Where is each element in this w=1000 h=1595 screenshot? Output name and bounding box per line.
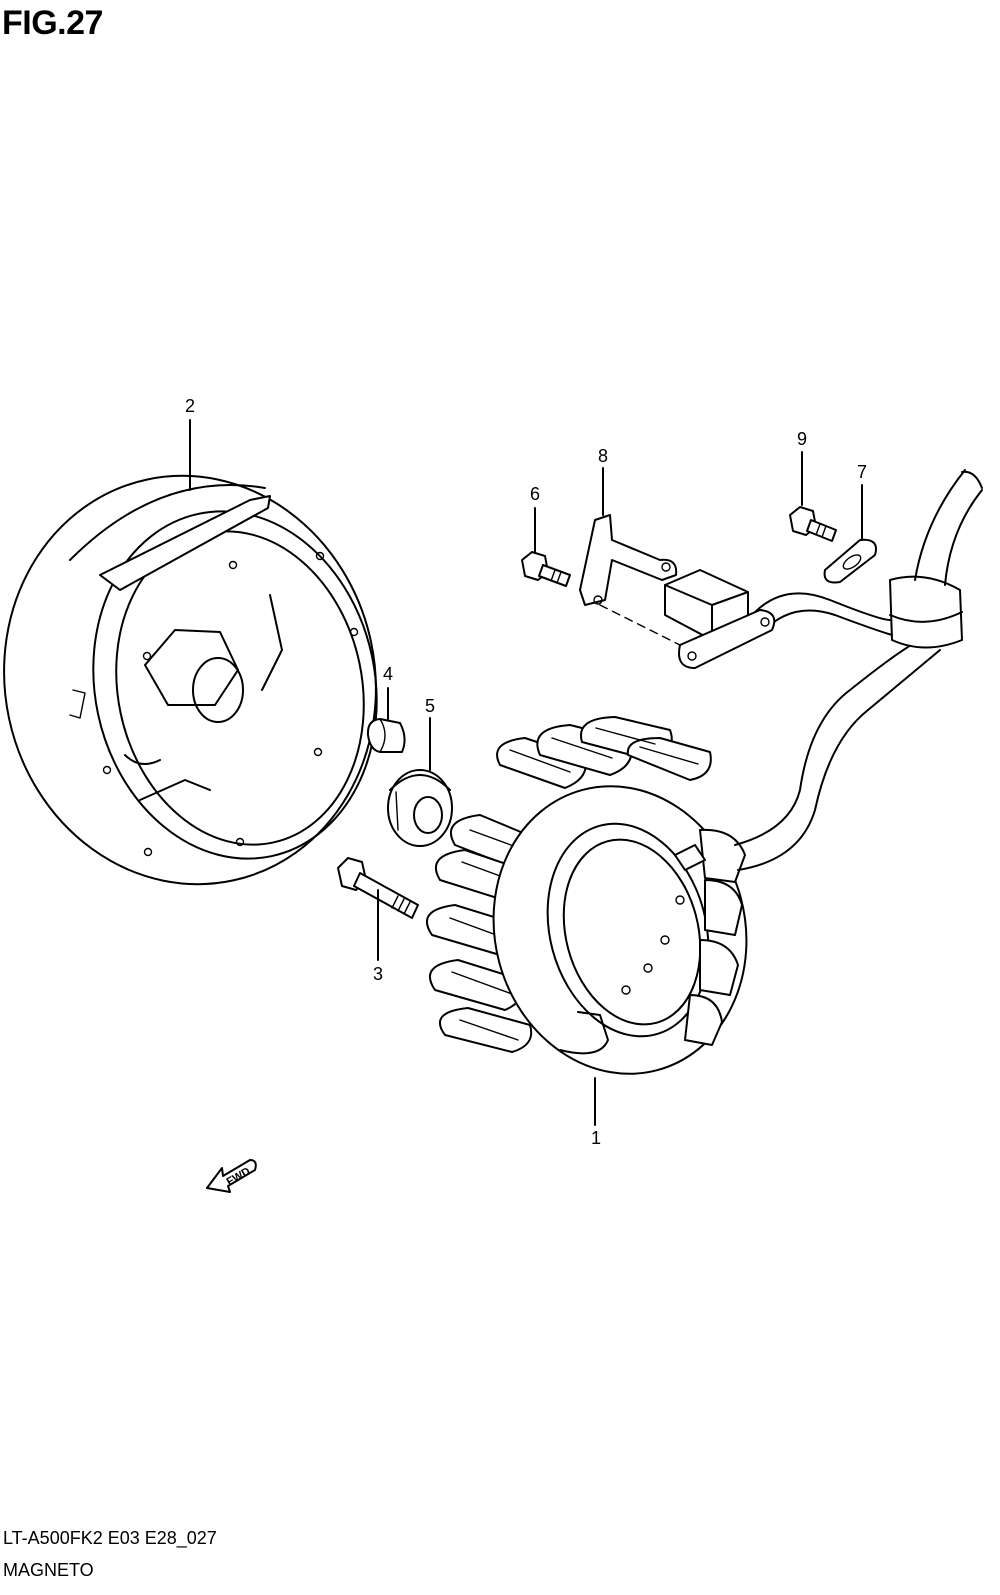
- callout-labels: 1 2 3 4 5 6 7 8 9: [185, 396, 867, 1148]
- callout-2: 2: [185, 396, 195, 416]
- callout-3: 3: [373, 964, 383, 984]
- forward-arrow-icon: FWD: [206, 1159, 257, 1193]
- callout-5: 5: [425, 696, 435, 716]
- model-code: LT-A500FK2 E03 E28_027: [3, 1528, 217, 1548]
- woodruff-key-part: [366, 718, 406, 753]
- figure-title: FIG.27: [2, 4, 103, 42]
- callout-9: 9: [797, 429, 807, 449]
- flywheel-bolt-part: [337, 857, 419, 919]
- callout-8: 8: [598, 446, 608, 466]
- sensor-screw-part: [789, 506, 837, 542]
- flywheel-rotor-part: [3, 474, 378, 886]
- callout-7: 7: [857, 462, 867, 482]
- leader-lines: [189, 419, 863, 1126]
- pickup-bracket-part: [579, 514, 776, 669]
- callout-1: 1: [591, 1128, 601, 1148]
- washer-part: [387, 769, 453, 847]
- section-name: MAGNETO: [3, 1560, 94, 1580]
- stator-coil-part: [426, 469, 983, 1075]
- callout-6: 6: [530, 484, 540, 504]
- bracket-screw-part: [521, 551, 571, 587]
- fwd-label: FWD: [225, 1165, 253, 1188]
- clamp-plate-part: [823, 538, 877, 584]
- callout-4: 4: [383, 664, 393, 684]
